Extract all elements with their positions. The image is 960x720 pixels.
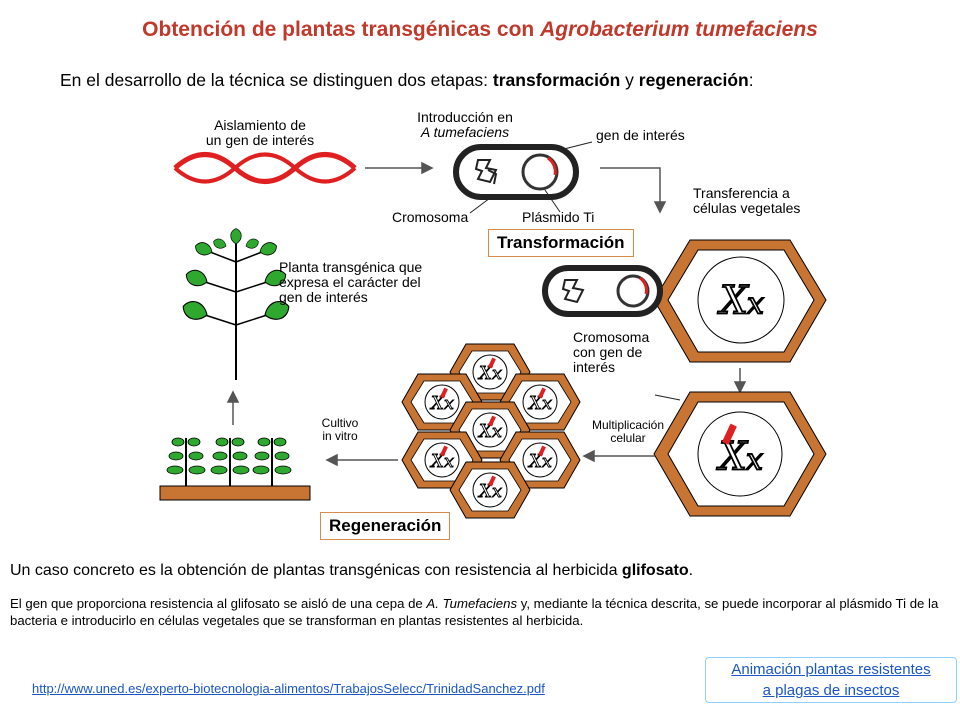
ti-plasmid-label: Plásmido Ti	[522, 209, 595, 225]
plant-cell-gene	[653, 391, 827, 517]
bacterium-icon	[453, 141, 593, 214]
arrow-insertion	[365, 161, 434, 175]
intro-text: En el desarrollo de la técnica se distin…	[60, 70, 754, 90]
transformation-stage-label: Transformación	[488, 229, 634, 257]
arrow-down	[733, 368, 747, 394]
transgenic-plant	[179, 228, 293, 380]
case-detail: El gen que proporciona resistencia al gl…	[10, 596, 939, 628]
plant-cell-transformed	[520, 232, 830, 368]
case-sentence: Un caso concreto es la obtención de plan…	[10, 562, 694, 579]
cell-cluster	[401, 343, 581, 519]
gene-helix	[173, 152, 357, 184]
seedlings-tray	[159, 437, 311, 501]
chromosome-label: Cromosoma	[392, 209, 469, 225]
arrow-multiplication	[582, 449, 655, 463]
page-title: Obtención de plantas transgénicas con Ag…	[142, 18, 818, 41]
source-link[interactable]: http://www.uned.es/experto-biotecnologia…	[32, 681, 545, 696]
arrow-culture	[325, 453, 398, 467]
regeneration-stage-label: Regeneración	[320, 512, 451, 540]
arrow-transfer	[600, 167, 667, 214]
gene-of-interest-label: gen de interés	[596, 127, 685, 143]
arrow-up	[226, 390, 240, 425]
